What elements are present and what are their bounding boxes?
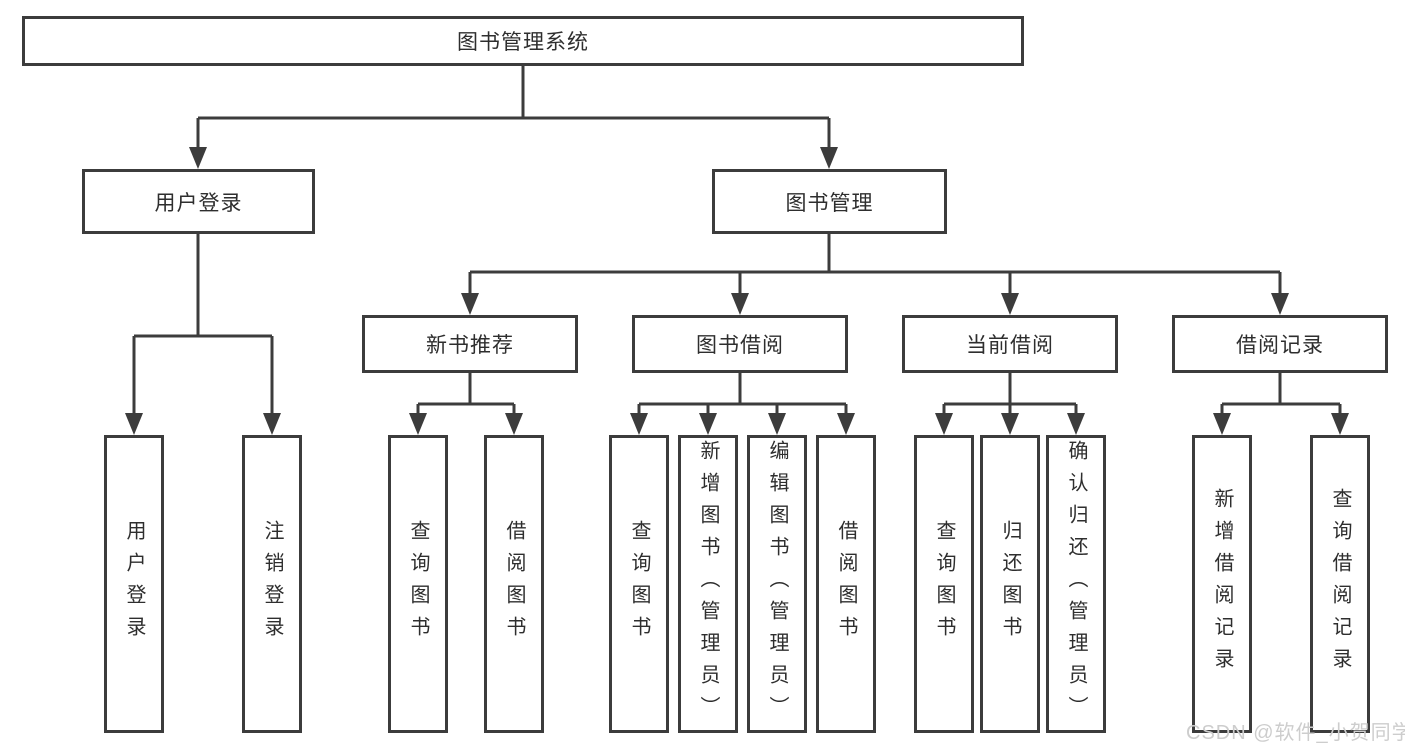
node-user-login: 用户登录 — [82, 169, 315, 234]
node-leaf-borrow-books-borrow: 借阅图书 — [816, 435, 876, 733]
node-leaf-query-books-recommend: 查询图书 — [388, 435, 448, 733]
connector-new-book-recommend-children — [409, 373, 523, 435]
connector-borrow-records-children — [1213, 373, 1349, 435]
node-leaf-logout: 注销登录 — [242, 435, 302, 733]
node-leaf-add-borrow-record: 新增借阅记录 — [1192, 435, 1252, 733]
node-book-management: 图书管理 — [712, 169, 947, 234]
node-leaf-confirm-return-admin: 确认归还（管理员） — [1046, 435, 1106, 733]
csdn-watermark: CSDN @软件_小贺同学 — [1186, 722, 1405, 744]
node-leaf-edit-books-admin: 编辑图书（管理员） — [747, 435, 807, 733]
node-book-borrow: 图书借阅 — [632, 315, 848, 373]
node-leaf-user-login: 用户登录 — [104, 435, 164, 733]
connector-root-to-level2 — [189, 66, 838, 169]
node-borrow-records: 借阅记录 — [1172, 315, 1388, 373]
node-leaf-borrow-books-recommend: 借阅图书 — [484, 435, 544, 733]
node-root-system: 图书管理系统 — [22, 16, 1024, 66]
node-leaf-query-books-current: 查询图书 — [914, 435, 974, 733]
connector-user-login-children — [125, 234, 281, 435]
connector-book-management-children — [461, 234, 1289, 315]
node-leaf-query-borrow-record: 查询借阅记录 — [1310, 435, 1370, 733]
node-leaf-return-books: 归还图书 — [980, 435, 1040, 733]
connector-book-borrow-children — [630, 373, 855, 435]
node-leaf-add-books-admin: 新增图书（管理员） — [678, 435, 738, 733]
node-new-book-recommend: 新书推荐 — [362, 315, 578, 373]
node-leaf-query-books-borrow: 查询图书 — [609, 435, 669, 733]
connector-current-borrow-children — [935, 373, 1085, 435]
node-current-borrow: 当前借阅 — [902, 315, 1118, 373]
